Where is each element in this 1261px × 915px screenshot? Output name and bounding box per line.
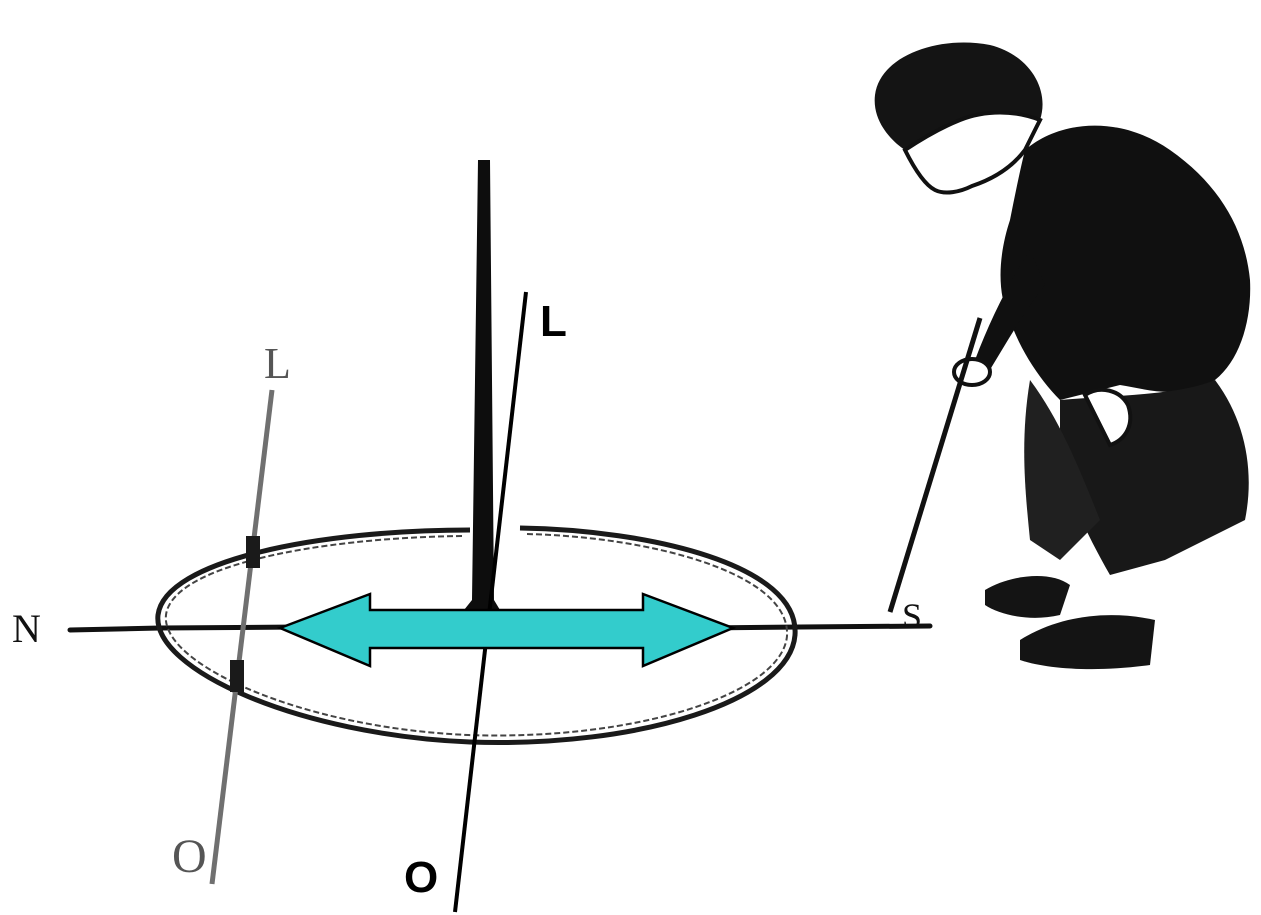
ellipse-mark-top xyxy=(246,536,260,568)
east-label-right: L xyxy=(540,297,567,346)
east-label-left: L xyxy=(264,339,291,388)
west-label-left: O xyxy=(172,830,207,883)
ellipse-mark-bottom xyxy=(230,660,244,692)
north-label: N xyxy=(12,606,41,651)
double-arrow xyxy=(276,592,737,668)
ground-ellipse xyxy=(155,525,798,745)
east-west-line-black xyxy=(453,291,528,913)
west-label-right: O xyxy=(404,853,438,902)
boy-figure xyxy=(874,42,1251,670)
gnomon-stick xyxy=(464,160,500,610)
pointer-stick xyxy=(887,317,983,613)
east-west-line-grey xyxy=(209,389,275,885)
south-label: S xyxy=(902,596,922,636)
